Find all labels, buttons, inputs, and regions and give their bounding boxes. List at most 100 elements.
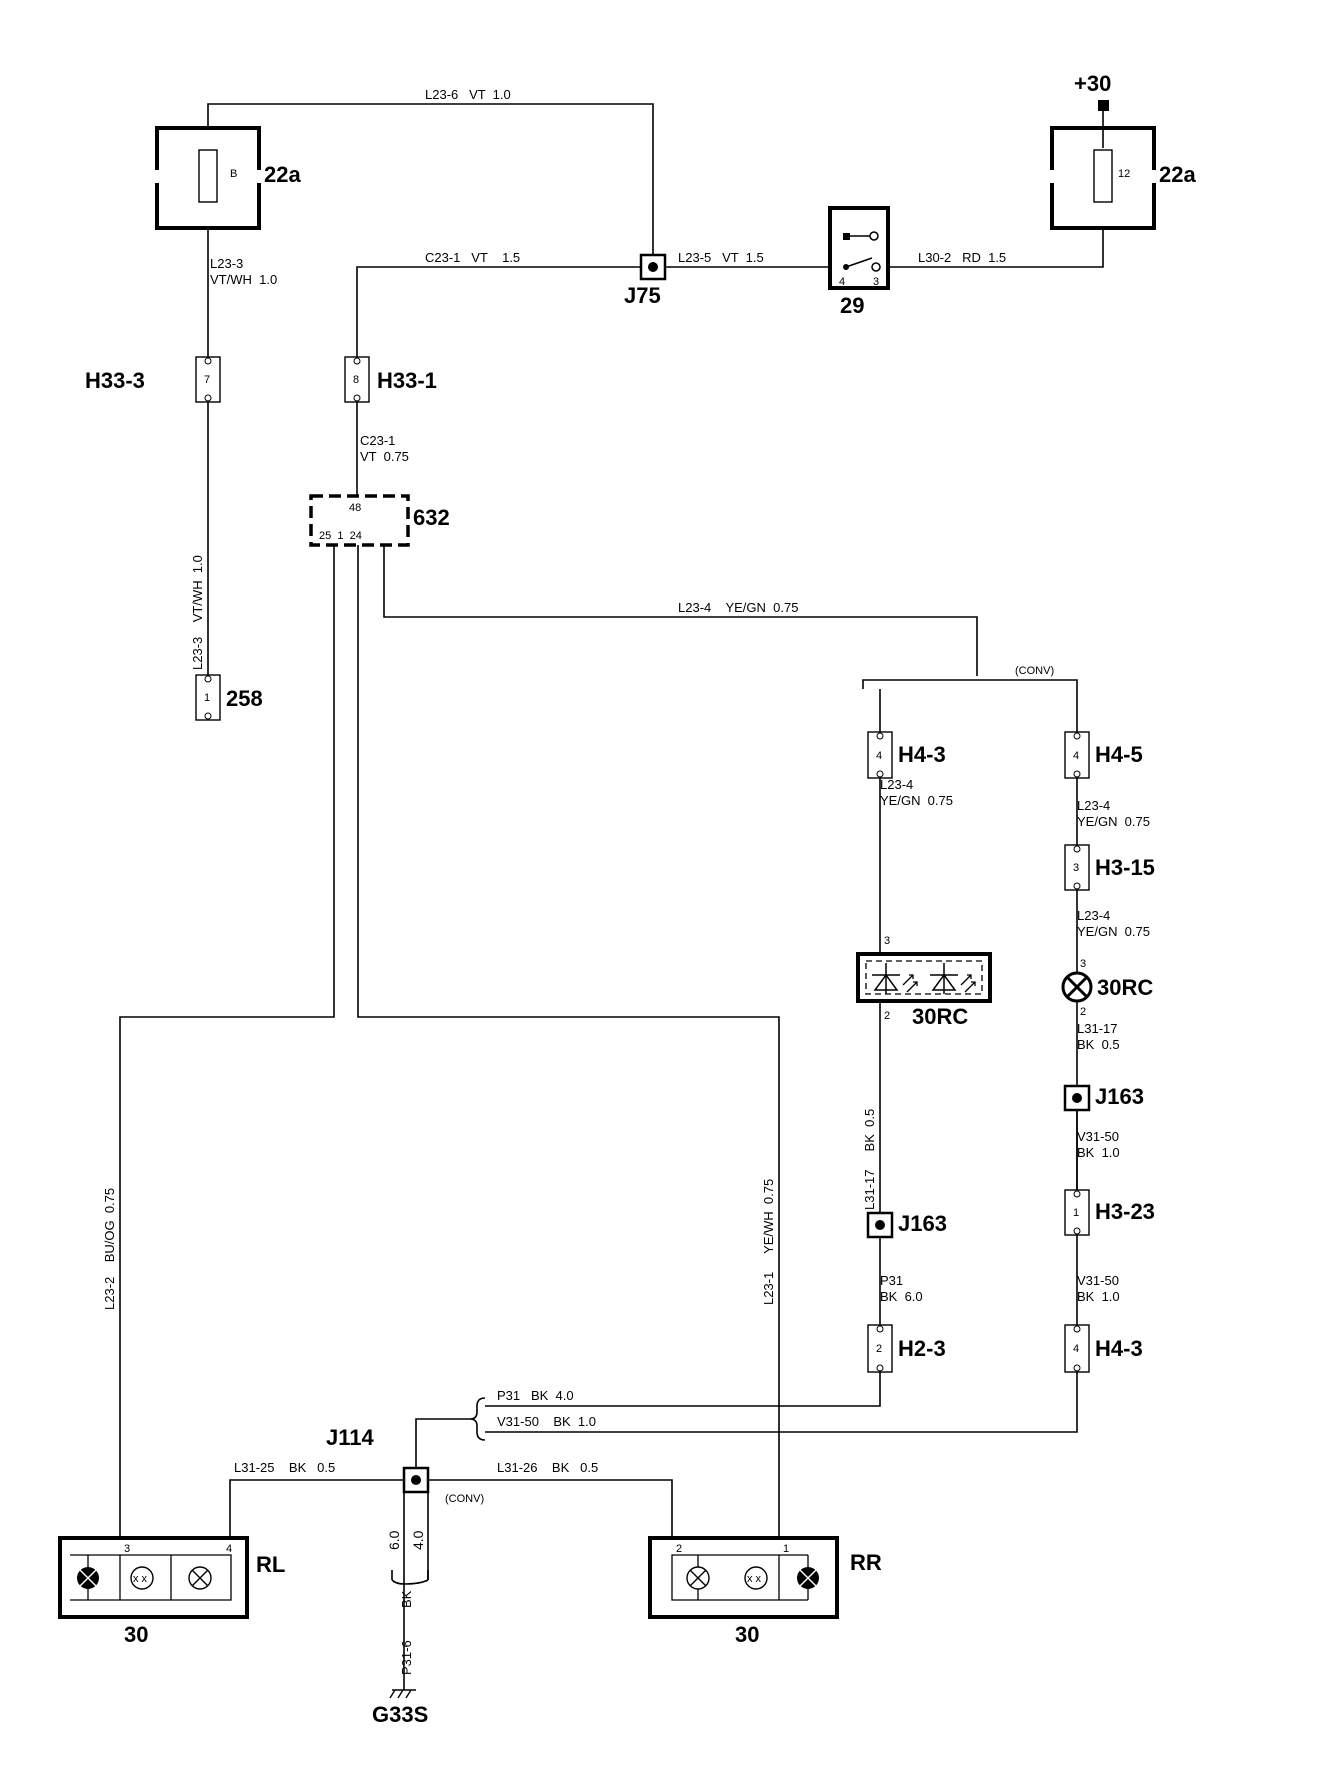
fuse-22a-left: B 22a	[153, 126, 301, 230]
svg-text:L31-17: L31-17	[1077, 1021, 1117, 1036]
svg-text:VT 0.75: VT 0.75	[360, 449, 409, 464]
wire-l31-26	[416, 1479, 673, 1538]
rc-right-pin-2: 2	[1080, 1006, 1086, 1018]
svg-text:L31-25 BK 0.5: L31-25 BK 0.5	[234, 1460, 335, 1475]
h4-3-bottom-label: H4-3	[1095, 1336, 1143, 1361]
wire-p31-bk4	[485, 1372, 881, 1407]
svg-text:2: 2	[876, 1343, 882, 1355]
svg-text:L23-2 BU/OG 0.75: L23-2 BU/OG 0.75	[102, 1188, 117, 1310]
ground-g33s: G33S	[372, 1689, 428, 1727]
rc-left-label: 30RC	[912, 1004, 968, 1029]
rr-pin-2: 2	[676, 1543, 682, 1555]
connector-h33-3: 7 H33-3	[85, 356, 221, 403]
svg-text:BK 6.0: BK 6.0	[880, 1289, 923, 1304]
rr-dual-bulb-icon	[744, 1566, 768, 1590]
rc-left-pin-2: 2	[884, 1010, 890, 1022]
svg-text:V31-50: V31-50	[1077, 1273, 1119, 1288]
svg-text:L31-17 BK 0.5: L31-17 BK 0.5	[862, 1109, 877, 1210]
wire-l31-25	[229, 1479, 416, 1538]
switch-pin-3: 3	[873, 276, 879, 288]
wire-labels: L23-6 VT 1.0 L23-3 VT/WH 1.0 C23-1 VT 1.…	[102, 87, 1150, 1675]
svg-text:7: 7	[204, 374, 210, 386]
rc-left-pin-3: 3	[884, 935, 890, 947]
conv-bottom-label: (CONV)	[445, 1493, 484, 1505]
j114-label: J114	[326, 1425, 374, 1450]
svg-text:P31-6: P31-6	[399, 1640, 414, 1675]
svg-text:L30-2 RD 1.5: L30-2 RD 1.5	[918, 250, 1006, 265]
connector-h33-1: 8 H33-1	[344, 356, 437, 403]
lamp-rl: x x 3 4 RL 30	[58, 1536, 285, 1647]
fuse-12-number: 12	[1118, 168, 1130, 180]
svg-text:L23-1 YE/WH 0.75: L23-1 YE/WH 0.75	[761, 1179, 776, 1305]
h4-5-label: H4-5	[1095, 742, 1143, 767]
svg-text:P31 BK 4.0: P31 BK 4.0	[497, 1388, 574, 1403]
fuse-22a-right: 12 22a	[1048, 126, 1196, 230]
svg-text:4: 4	[1073, 1343, 1079, 1355]
rl-dual-bulb-icon	[130, 1566, 154, 1590]
wire-l23-4-top	[383, 545, 978, 676]
wires	[119, 103, 1104, 1690]
connector-h2-3: 2 H2-3	[867, 1324, 946, 1373]
svg-text:VT/WH 1.0: VT/WH 1.0	[210, 272, 277, 287]
connector-h4-5: 4 H4-5	[1064, 731, 1143, 779]
svg-text:YE/GN 0.75: YE/GN 0.75	[1077, 814, 1150, 829]
svg-text:P31: P31	[880, 1273, 903, 1288]
switch-29: 4 3 29	[828, 206, 890, 318]
svg-text:L23-4: L23-4	[1077, 908, 1110, 923]
svg-text:3: 3	[1073, 862, 1079, 874]
supply-terminal-icon	[1098, 100, 1109, 111]
svg-text:x x: x x	[133, 1573, 148, 1585]
wire-l23-6	[207, 103, 654, 267]
junction-j75: J75	[624, 253, 667, 308]
rl-label: RL	[256, 1552, 285, 1577]
svg-text:BK 0.5: BK 0.5	[1077, 1037, 1120, 1052]
svg-text:BK 1.0: BK 1.0	[1077, 1289, 1120, 1304]
connector-h4-3-top: 4 H4-3	[867, 731, 946, 779]
rc-right-pin-3: 3	[1080, 958, 1086, 970]
rc-right-label: 30RC	[1097, 975, 1153, 1000]
module-632: 48 25 1 24 632	[309, 494, 450, 547]
h33-3-label: H33-3	[85, 368, 145, 393]
connector-h4-3-bottom: 4 H4-3	[1064, 1324, 1143, 1373]
rl-sub: 30	[124, 1622, 148, 1647]
j75-label: J75	[624, 283, 661, 308]
junction-j163-left: J163	[866, 1211, 947, 1239]
svg-text:8: 8	[353, 374, 359, 386]
svg-text:L23-6 VT 1.0: L23-6 VT 1.0	[425, 87, 511, 102]
wire-l23-1	[357, 545, 780, 1538]
rr-sub: 30	[735, 1622, 759, 1647]
rc-right-bulb: 3 2 30RC	[1061, 958, 1153, 1018]
rl-pin-3: 3	[124, 1543, 130, 1555]
supply-label: +30	[1074, 71, 1111, 96]
connector-258: 1 258	[195, 674, 263, 721]
wire-v31-50-bottom	[485, 1372, 1078, 1433]
c258-label: 258	[226, 686, 263, 711]
svg-text:4.0: 4.0	[410, 1530, 426, 1550]
svg-text:4: 4	[1073, 750, 1079, 762]
h33-1-label: H33-1	[377, 368, 437, 393]
lamp-rr: x x 2 1 RR 30	[648, 1536, 882, 1647]
svg-text:L23-4: L23-4	[1077, 798, 1110, 813]
junction-j163-right: J163	[1063, 1084, 1144, 1112]
h2-3-label: H2-3	[898, 1336, 946, 1361]
module-632-pin-48: 48	[349, 502, 361, 514]
wire-ground-brace	[391, 1570, 429, 1585]
connector-h3-15: 3 H3-15	[1064, 844, 1155, 891]
wire-c23-1-top	[356, 266, 653, 357]
connector-h3-23: 1 H3-23	[1064, 1189, 1155, 1236]
svg-text:1: 1	[204, 692, 210, 704]
svg-text:BK 1.0: BK 1.0	[1077, 1145, 1120, 1160]
svg-text:L23-4: L23-4	[880, 777, 913, 792]
svg-text:C23-1 VT 1.5: C23-1 VT 1.5	[425, 250, 520, 265]
wire-conv-bus	[862, 679, 1078, 689]
svg-text:YE/GN 0.75: YE/GN 0.75	[1077, 924, 1150, 939]
rr-pin-1: 1	[783, 1543, 789, 1555]
fuse-22a-right-label: 22a	[1159, 162, 1196, 187]
rr-label: RR	[850, 1550, 882, 1575]
svg-text:6.0: 6.0	[386, 1530, 402, 1550]
svg-text:L23-5 VT 1.5: L23-5 VT 1.5	[678, 250, 764, 265]
wire-l30-2	[888, 230, 1104, 268]
svg-text:L31-26 BK 0.5: L31-26 BK 0.5	[497, 1460, 598, 1475]
conv-top-label: (CONV)	[1015, 665, 1054, 677]
